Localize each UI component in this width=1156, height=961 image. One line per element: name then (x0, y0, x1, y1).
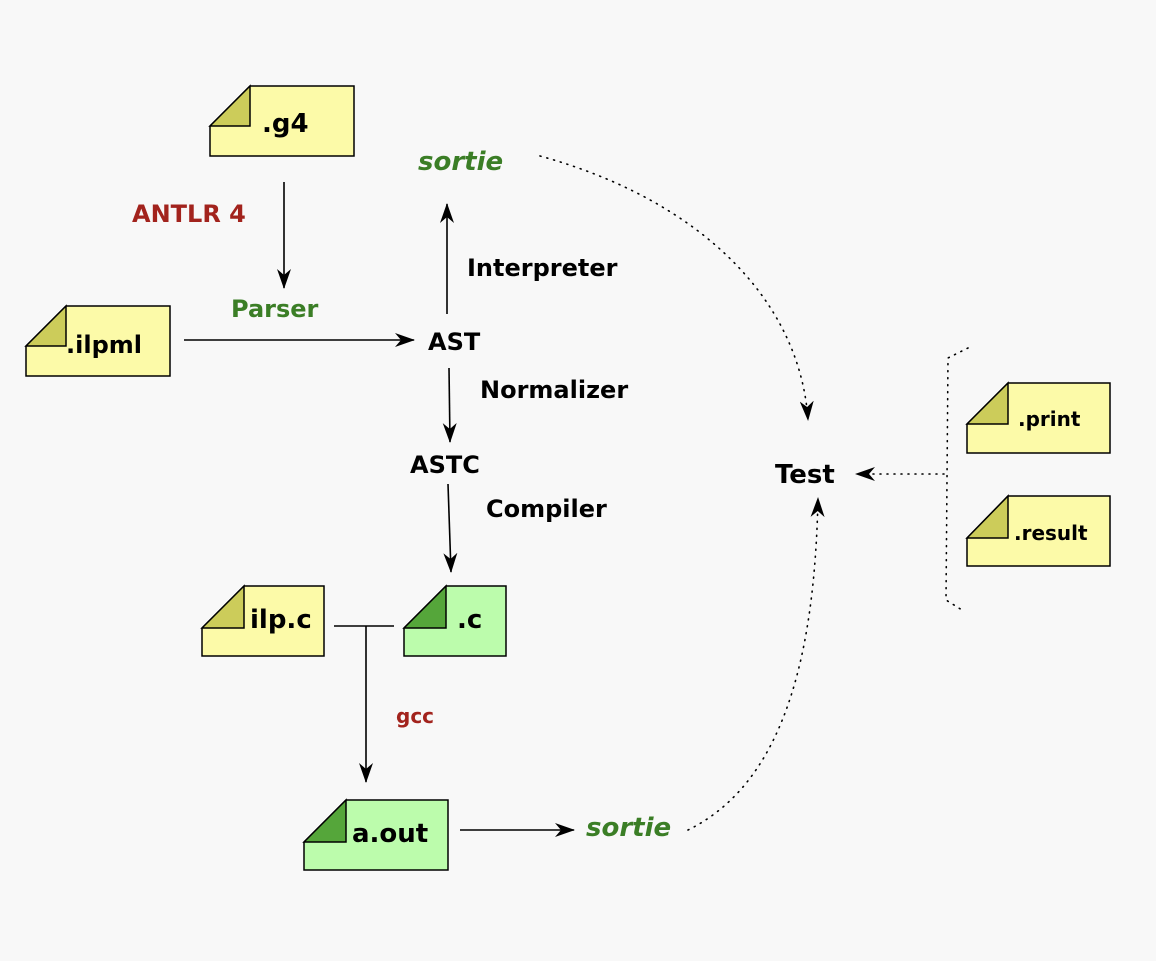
file-c-fold-icon (402, 584, 447, 629)
tool-antlr-label: ANTLR 4 (132, 200, 246, 228)
file-aout-fold-icon (302, 798, 347, 843)
node-sortie-top-label: sortie (418, 147, 503, 177)
file-g4-label: .g4 (262, 109, 309, 139)
file-print-fold-icon (965, 381, 1009, 425)
node-sortie-bottom-label: sortie (586, 813, 671, 843)
arrow-ast-to-astc (442, 367, 457, 443)
file-result: .result (965, 494, 1111, 567)
file-ilpc-label: ilp.c (250, 605, 312, 635)
file-ilpml: .ilpml (24, 304, 171, 377)
file-print-label: .print (1018, 407, 1081, 431)
tool-gcc-label: gcc (396, 704, 434, 728)
node-ast-label: AST (428, 328, 481, 356)
file-print: .print (965, 381, 1111, 454)
file-ilpml-fold-icon (24, 304, 67, 347)
tool-compiler-label: Compiler (486, 495, 607, 523)
file-aout-label: a.out (352, 819, 428, 849)
tool-interpreter-label: Interpreter (467, 254, 618, 282)
file-aout: a.out (302, 798, 449, 871)
node-test-label: Test (775, 460, 835, 490)
tool-normalizer-label: Normalizer (480, 376, 628, 404)
file-c-label: .c (457, 605, 482, 635)
arrow-astc-to-c (443, 483, 458, 573)
file-g4-fold-icon (208, 84, 251, 127)
expected-files-brace (945, 347, 969, 611)
file-g4: .g4 (208, 84, 355, 157)
dotted-sortie-bottom-to-test (687, 497, 825, 831)
file-ilpml-label: .ilpml (66, 331, 142, 359)
file-ilpc: ilp.c (200, 584, 325, 657)
file-result-fold-icon (965, 494, 1009, 539)
file-result-label: .result (1014, 521, 1088, 545)
file-c: .c (402, 584, 507, 657)
tool-parser-label: Parser (231, 295, 319, 323)
file-ilpc-fold-icon (200, 584, 245, 629)
dotted-sortie-top-to-test (539, 155, 814, 421)
node-astc-label: ASTC (410, 451, 480, 479)
